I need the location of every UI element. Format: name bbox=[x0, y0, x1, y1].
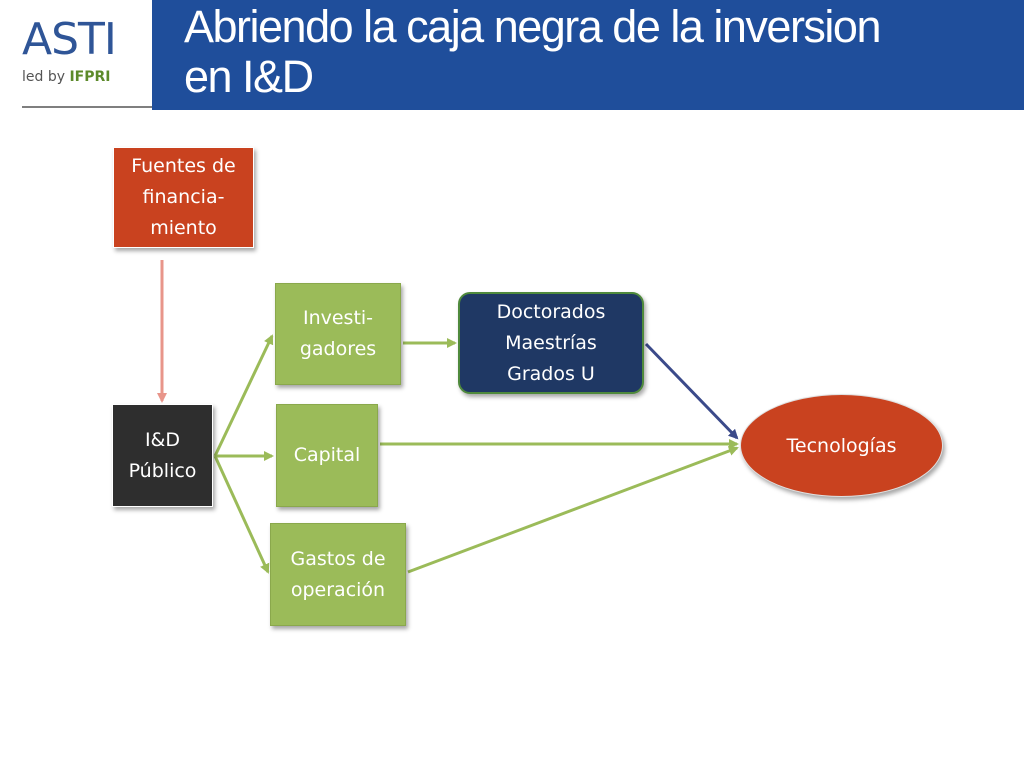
logo-ifpri-label: IFPRI bbox=[69, 69, 111, 85]
arrow-id-to-investigadores bbox=[213, 334, 274, 457]
node-gastos-operacion: Gastos de operación bbox=[270, 523, 406, 626]
node-tecnologias: Tecnologías bbox=[740, 394, 943, 497]
asti-logo: ASTI led by IFPRI bbox=[0, 0, 152, 110]
node-capital: Capital bbox=[276, 404, 378, 507]
header-bar bbox=[152, 0, 1024, 110]
logo-ledby-text: led by IFPRI bbox=[22, 70, 111, 84]
logo-divider bbox=[22, 106, 152, 108]
node-capital-label: Capital bbox=[293, 444, 361, 466]
node-gastos-label: Gastos de operación bbox=[290, 547, 386, 601]
node-id-publico: I&D Público bbox=[112, 404, 213, 507]
slide-title: Abriendo la caja negra de la inversion e… bbox=[184, 2, 1014, 102]
arrow-id-to-gastos bbox=[213, 455, 270, 574]
node-investigadores-label: Investi- gadores bbox=[299, 307, 377, 360]
arrow-gastos-to-tecnologias bbox=[407, 446, 739, 574]
arrow-doctorados-to-tecnologias bbox=[644, 342, 739, 440]
node-fuentes-financiamiento: Fuentes de financia- miento bbox=[113, 147, 254, 248]
node-id-publico-label: I&D Público bbox=[128, 428, 197, 482]
slide-title-line2: en I&D bbox=[184, 51, 314, 102]
slide-title-line1: Abriendo la caja negra de la inversion bbox=[184, 1, 881, 52]
node-tecnologias-label: Tecnologías bbox=[786, 435, 897, 457]
node-fuentes-label: Fuentes de financia- miento bbox=[131, 155, 236, 239]
logo-asti-text: ASTI bbox=[22, 14, 117, 65]
logo-ledby-label: led by bbox=[22, 69, 66, 85]
node-doctorados: Doctorados Maestrías Grados U bbox=[458, 292, 644, 394]
node-investigadores: Investi- gadores bbox=[275, 283, 401, 385]
node-doctorados-label: Doctorados Maestrías Grados U bbox=[496, 300, 606, 385]
